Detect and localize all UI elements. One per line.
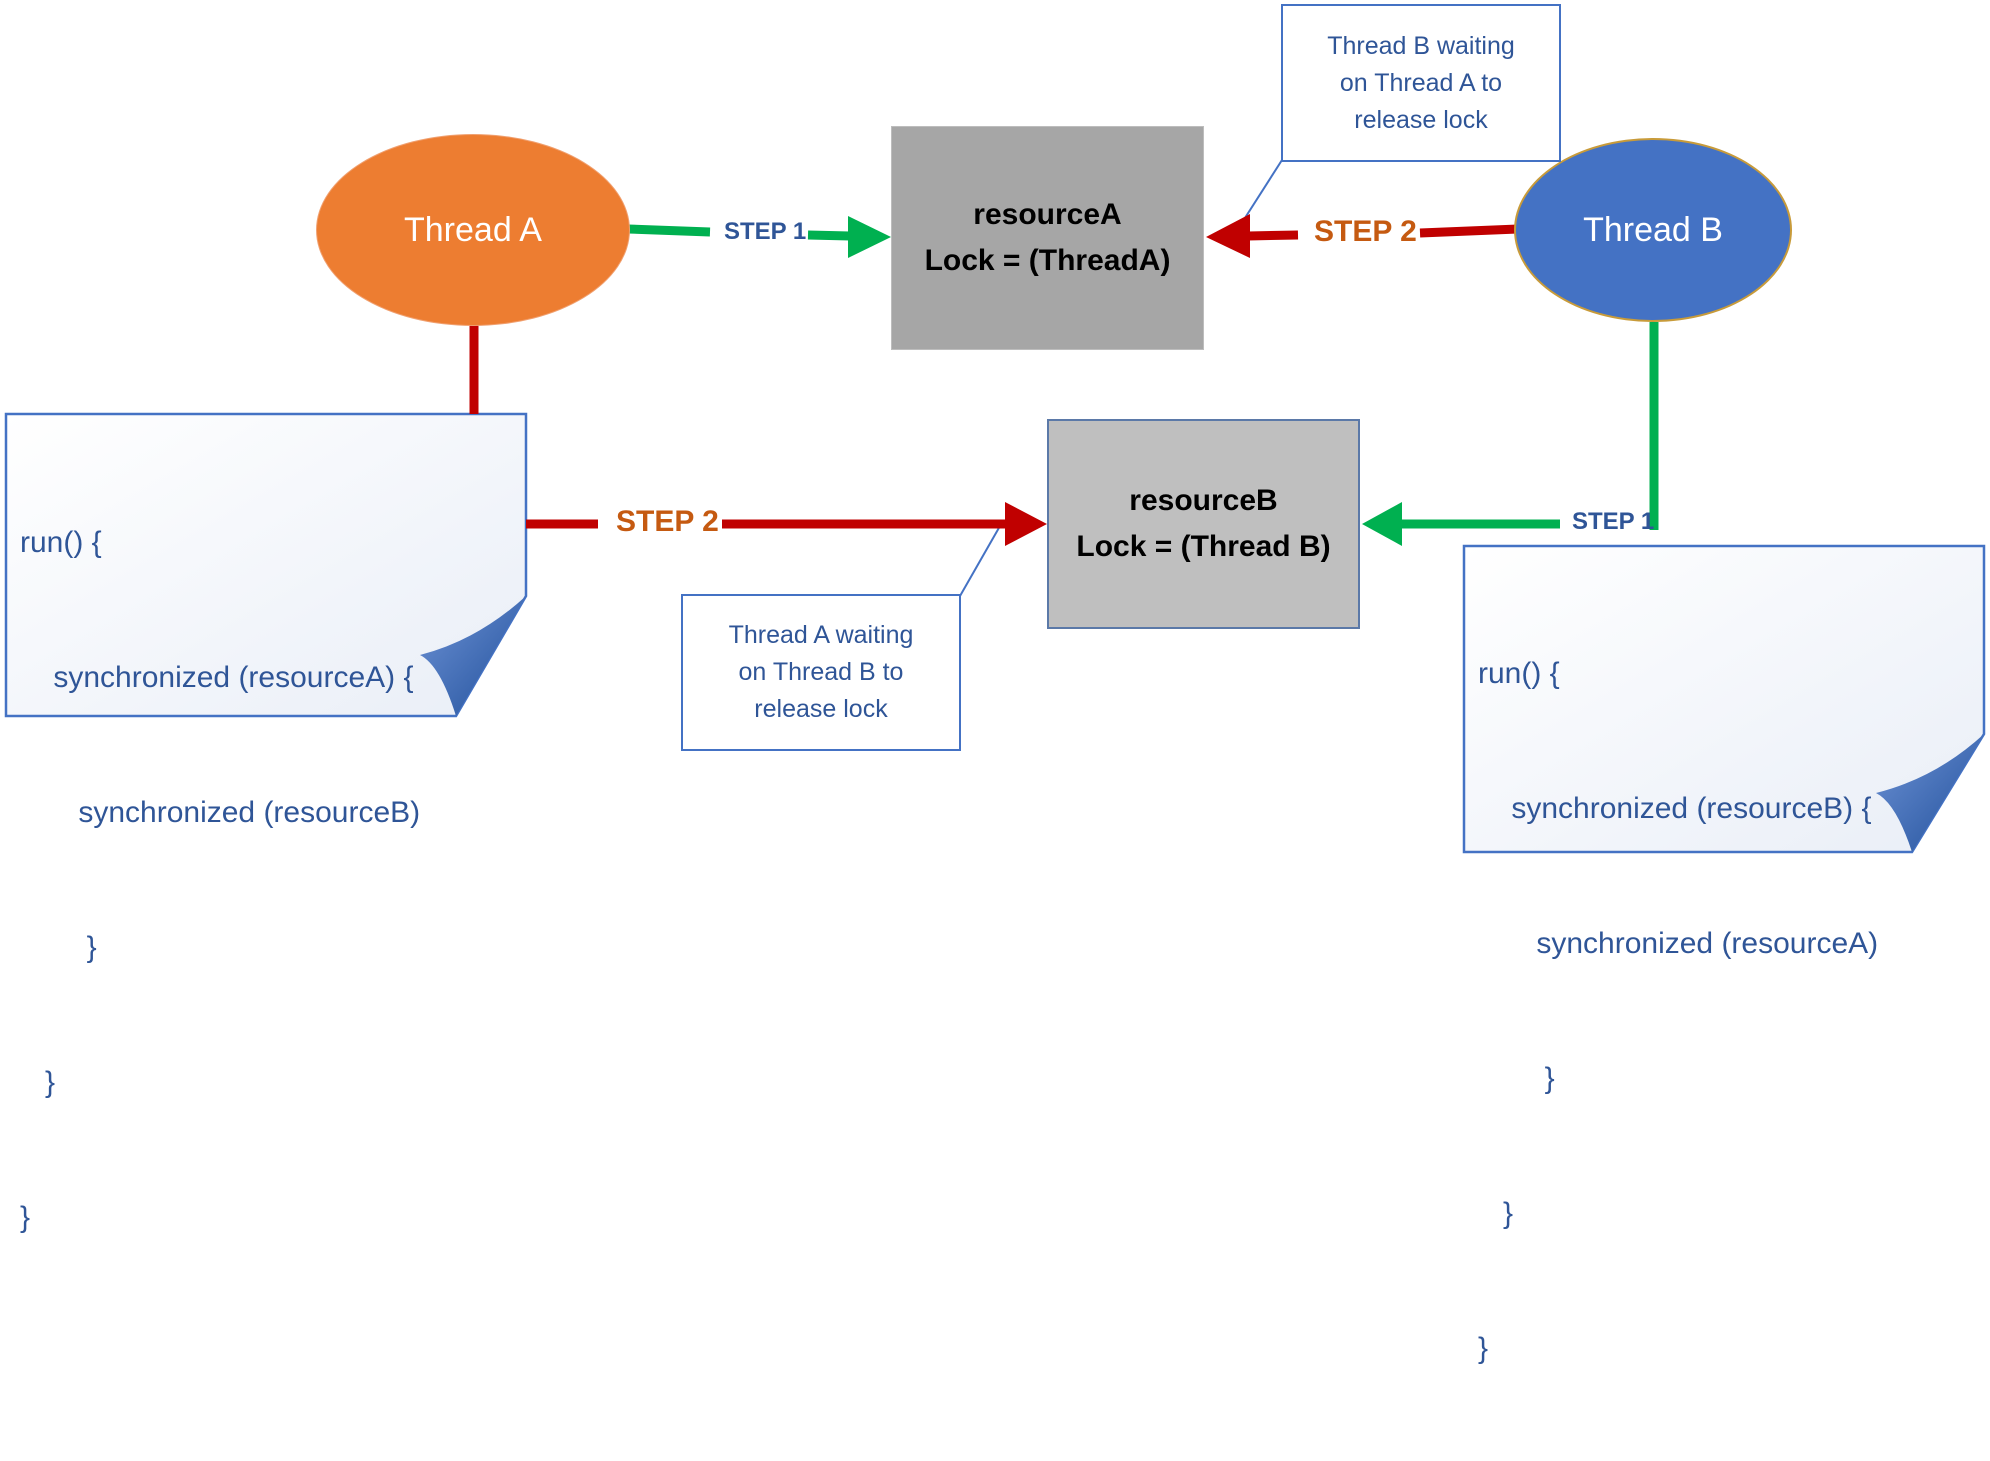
- deadlock-diagram: Thread A Thread B resourceA Lock = (Thre…: [4, 4, 1986, 1365]
- code-line: run() {: [20, 526, 102, 559]
- callout-line: release lock: [754, 695, 888, 723]
- callout-line: on Thread B to: [738, 658, 904, 686]
- resource-a-box: resourceA Lock = (ThreadA): [891, 126, 1204, 350]
- resource-b-name: resourceB: [1129, 484, 1278, 517]
- step-label-b-resource-a: STEP 2: [1314, 215, 1417, 248]
- resource-b-lock: Lock = (Thread B): [1076, 530, 1331, 563]
- thread-a-label: Thread A: [404, 210, 542, 249]
- resource-b-box: resourceB Lock = (Thread B): [1047, 419, 1360, 629]
- code-line: }: [1478, 1197, 1514, 1230]
- code-line: }: [20, 1201, 31, 1234]
- arrow-b-resource-a-head: [1206, 214, 1250, 258]
- code-line: synchronized (resourceA) {: [20, 661, 414, 694]
- code-line: }: [20, 1066, 56, 1099]
- code-line: synchronized (resourceB): [20, 796, 421, 829]
- arrow-a-resource-a-seg1: [627, 224, 711, 237]
- diagram-canvas: [4, 159, 1986, 854]
- arrow-b-resource-a-seg1: [1419, 224, 1519, 238]
- step-label-a-resource-b: STEP 2: [616, 505, 719, 538]
- step-label-a-resource-a: STEP 1: [724, 218, 807, 245]
- resource-a-lock: Lock = (ThreadA): [924, 244, 1171, 277]
- thread-b-label: Thread B: [1583, 210, 1723, 249]
- arrow-a-resource-b-head: [1005, 502, 1047, 546]
- thread-a-node: Thread A: [316, 134, 630, 326]
- code-block-thread-b: run() { synchronized (resourceB) { synch…: [1478, 561, 1878, 1461]
- code-line: }: [1478, 1062, 1555, 1095]
- code-note-b-curl: [1876, 734, 1984, 852]
- callout-line: Thread A waiting: [728, 621, 914, 649]
- callout-thread-a-waiting: Thread A waiting on Thread B to release …: [681, 594, 961, 751]
- code-line: run() {: [1478, 657, 1560, 690]
- thread-b-node: Thread B: [1514, 138, 1792, 322]
- step-label-b-resource-b: STEP 1: [1572, 508, 1655, 535]
- code-line: }: [20, 931, 97, 964]
- code-line: synchronized (resourceB) {: [1478, 792, 1872, 825]
- code-line: synchronized (resourceA): [1478, 927, 1879, 960]
- code-note-a-curl: [420, 596, 526, 716]
- arrow-b-resource-a-seg2: [1247, 230, 1299, 241]
- callout-a-pointer: [959, 525, 1001, 597]
- arrow-a-resource-a-seg2: [807, 230, 851, 241]
- callout-thread-b-waiting: Thread B waiting on Thread A to release …: [1281, 4, 1561, 162]
- arrow-b-resource-b-head: [1362, 502, 1402, 546]
- code-block-thread-a: run() { synchronized (resourceA) { synch…: [20, 430, 420, 1330]
- resource-a-name: resourceA: [973, 198, 1122, 231]
- callout-line: Thread B waiting: [1327, 31, 1515, 60]
- code-line: }: [1478, 1332, 1489, 1365]
- callout-line: on Thread A to: [1339, 68, 1503, 97]
- callout-line: release lock: [1354, 105, 1488, 134]
- arrow-a-resource-a-head: [848, 216, 891, 258]
